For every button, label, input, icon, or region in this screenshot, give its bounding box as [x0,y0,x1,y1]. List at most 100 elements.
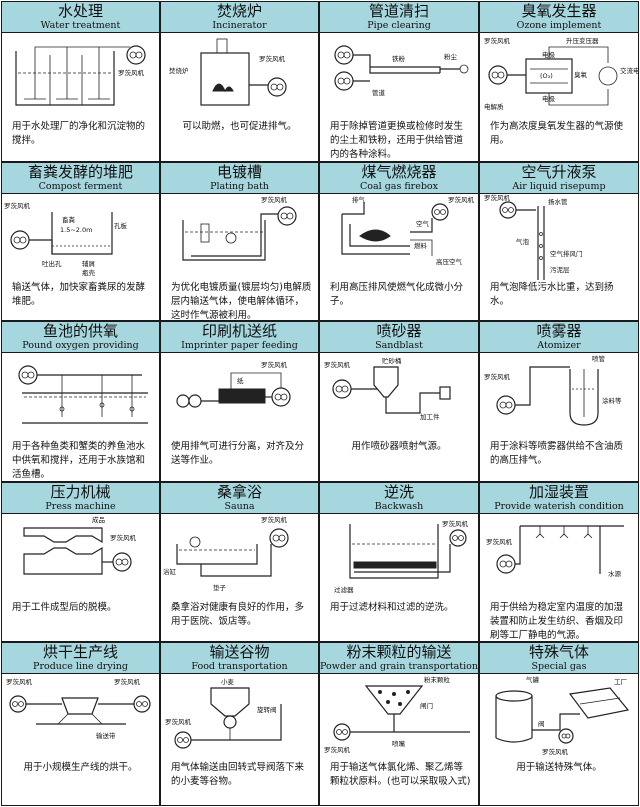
label-riser-pipe: 扬水管 [548,197,568,206]
label-electrolyte: 电解质 [484,102,504,111]
backwash-illustration: 过滤器 罗茨风机 [334,519,469,594]
air-lift-illustration: 罗茨风机 扬水管 气泡 空气排风门 污泥层 [484,194,583,280]
grain-illustration: 小麦 旋转阀 罗茨风机 [165,677,282,749]
label-manure: 畜粪 [62,215,76,224]
description: 用于小规模生产线的烘干。 [23,762,138,773]
label-powder-grain: 粉末颗粒 [424,675,451,684]
description: 作为高浓度臭氧发生器的气源使用。 [490,121,624,146]
label-high-pressure-air: 高压空气 [436,257,463,266]
label-workpiece: 加工件 [420,412,440,421]
label-valve: 阀 [538,719,545,728]
special-gas-illustration: 气罐 工厂 罗茨风机 阀 [495,675,630,756]
title-en: Water treatment [40,20,121,31]
label-ozone: 臭氧 [574,70,588,79]
description: 用于工件成型后的脱模。 [12,602,117,613]
label-air-vent-valve: 空气排风门 [550,249,583,258]
label-roots-blower: 罗茨风机 [542,747,569,756]
label-dust: 粉尘 [444,52,458,61]
title-zh: 电镀槽 [216,163,262,181]
label-roots-blower: 罗茨风机 [4,201,31,210]
label-ac-power: 交流电源 [620,66,639,75]
label-roots-blower: 罗茨风机 [324,360,351,369]
label-nozzle: 喷管 [592,354,606,363]
label-roots-blower: 罗茨风机 [484,36,511,45]
label-sludge-layer: 污泥层 [550,266,570,274]
title-en: Plating bath [210,181,269,192]
description: 用于涂料等喷雾器供给不含油质的高压排气。 [490,441,624,466]
compost-illustration: 罗茨风机 畜粪 1.5~2.0m 孔板 吐出孔 辅屑 瓶壳 [4,201,128,277]
label-electrode-top: 电极 [542,50,556,59]
title-en: Imprinter paper feeding [181,340,298,351]
title-zh: 臭氧发生器 [521,2,597,20]
label-o3: (O₃) [540,72,553,80]
label-gate: 闸门 [420,701,433,710]
sauna-illustration: 罗茨风机 浴缸 垫子 [163,515,289,592]
atomizer-illustration: 喷管 罗茨风机 涂料等 [484,354,622,426]
label-roots-blower: 罗茨风机 [118,68,145,77]
title-en: Backwash [374,501,424,512]
label-conveyor: 输送带 [96,731,116,740]
label-shells: 瓶壳 [82,268,96,277]
title-en: Atomizer [537,340,581,351]
label-pipe: 管道 [372,88,386,97]
title-zh: 压力机械 [50,483,111,501]
pond-illustration [18,365,148,424]
title-zh: 煤气燃烧器 [361,163,437,181]
label-roots-blower: 罗茨风机 [259,54,286,63]
label-roots-blower: 罗茨风机 [110,533,137,542]
description: 用于水处理厂的净化和沉淀物的搅拌。 [12,121,146,146]
description: 用于除掉管道更换或检修时发生的尘土和铁粉，还用于供给管道内的各种涂料。 [330,121,464,160]
description: 利用高压排风使燃气化成微小分子。 [330,282,464,307]
label-roots-blower: 罗茨风机 [261,360,288,369]
description: 使用排气可进行分离，对齐及分送等作业。 [171,441,305,466]
title-zh: 烘干生产线 [42,643,118,661]
title-en: Powder and grain transportation [320,661,479,672]
label-bubbles: 气泡 [516,237,530,246]
title-en: Pound oxygen providing [22,340,139,351]
label-step-up-transformer: 升压变压器 [566,36,599,45]
title-zh: 管道清扫 [368,2,429,20]
label-filter: 过滤器 [334,585,354,594]
description: 为优化电镀质量(镀层均匀)电解质层内输送气体，使电解体循环，这时作气源被利用。 [171,282,312,321]
label-roots-blower: 罗茨风机 [442,519,469,528]
ozone-illustration: 罗茨风机 升压变压器 电极 (O₃) 臭氧 电极 交流电源 电解质 [484,36,639,111]
title-zh: 特殊气体 [528,643,589,661]
title-en: Press machine [45,501,116,512]
description: 用于各种鱼类和蟹类的养鱼池水中供氧和搅拌，还用于水族馆和活鱼槽。 [12,441,146,480]
title-zh: 空气升液泵 [521,163,597,181]
label-sand-hopper: 贮砂桶 [382,356,402,365]
description: 用作喷砂器喷射气源。 [351,441,447,452]
label-wheat: 小麦 [221,677,235,686]
title-en: Sauna [224,501,255,512]
label-paint: 涂料等 [602,396,622,405]
incinerator-illustration: 焚烧炉 罗茨风机 [169,38,287,106]
label-roots-blower: 罗茨风机 [486,537,513,546]
label-mat: 垫子 [213,583,227,592]
title-zh: 焚烧炉 [216,2,262,20]
title-zh: 鱼池的供氧 [42,322,118,340]
title-en: Produce line drying [33,661,128,672]
